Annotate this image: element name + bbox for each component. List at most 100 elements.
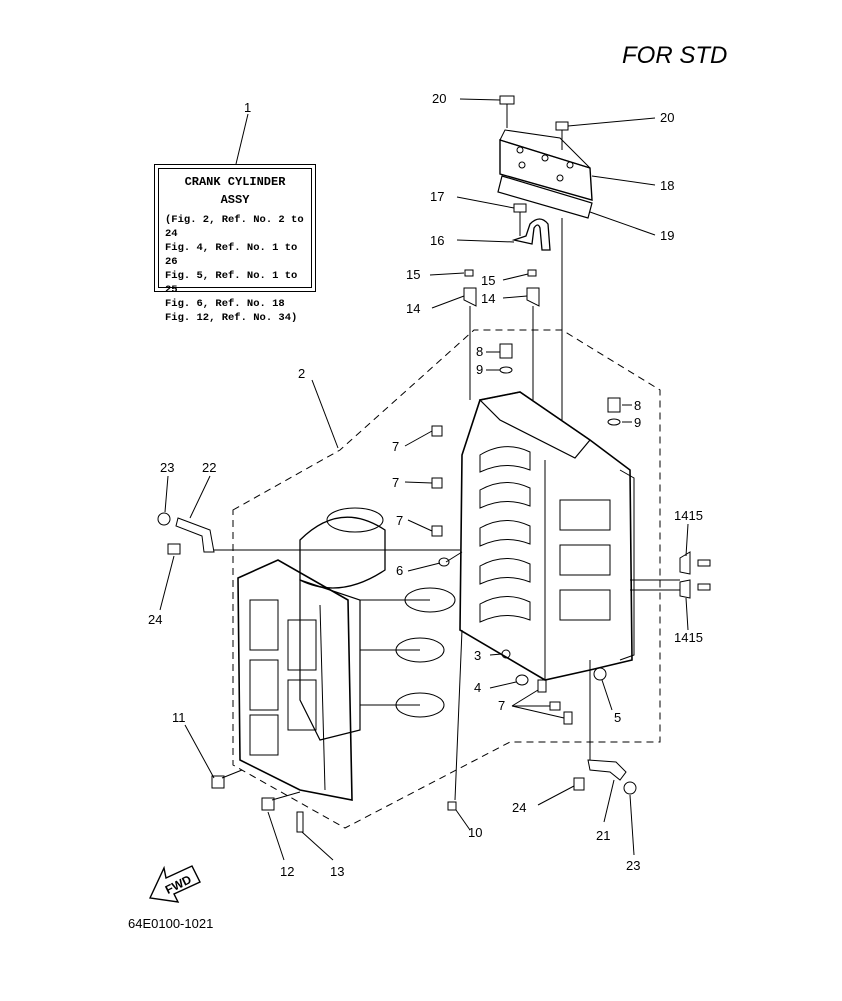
callout-label: 9	[634, 415, 641, 430]
leader-line	[429, 272, 465, 276]
crankcase-edge	[319, 604, 326, 791]
bolt-hole	[541, 154, 549, 162]
leader-line	[629, 794, 635, 856]
block-port	[559, 499, 611, 531]
fwd-arrow	[148, 865, 201, 903]
callout-label: 4	[474, 680, 481, 695]
drain-hose	[175, 517, 215, 553]
leader-line	[407, 562, 441, 572]
assembly-subtitle: ASSY	[220, 193, 250, 207]
leader-line	[404, 430, 433, 447]
plug	[607, 397, 621, 413]
bolt-head	[211, 775, 225, 789]
assembly-reference-box: CRANK CYLINDER ASSY (Fig. 2, Ref. No. 2 …	[154, 164, 316, 324]
screw	[697, 559, 711, 567]
crankcase-window	[287, 619, 317, 671]
plug	[515, 674, 529, 686]
leader-line	[235, 113, 249, 165]
callout-label: 22	[202, 460, 216, 475]
callout-label: 1	[244, 100, 251, 115]
callout-label: 11	[172, 710, 186, 725]
leader-line	[456, 196, 515, 209]
leader-line	[489, 681, 517, 689]
callout-label: 14	[481, 291, 495, 306]
leader-line	[502, 273, 529, 281]
bracket	[526, 287, 540, 307]
cylinder-bore	[479, 596, 531, 623]
bolt-hole	[566, 161, 574, 169]
callout-label: 23	[626, 858, 640, 873]
crankshaft-top	[299, 516, 386, 589]
callout-label: 24	[512, 800, 526, 815]
bolt-shaft	[271, 791, 301, 801]
callout-label: 7	[396, 513, 403, 528]
fitting	[563, 711, 573, 725]
callout-label: 24	[148, 612, 162, 627]
bolt-head	[513, 203, 527, 213]
leader-line	[685, 597, 689, 631]
leader-line	[459, 98, 501, 101]
callout-label: 7	[392, 439, 399, 454]
callout-label: 15	[481, 273, 495, 288]
screw-head	[527, 269, 537, 277]
assembly-ref-line: Fig. 6, Ref. No. 18	[165, 298, 285, 310]
leader-line	[489, 653, 503, 656]
leader-line	[511, 689, 539, 707]
leader-line	[189, 475, 211, 519]
assembly-ref-line: Fig. 12, Ref. No. 34)	[165, 312, 298, 324]
block-port	[559, 589, 611, 621]
leader-line	[685, 523, 689, 557]
crankcase-window	[249, 659, 279, 711]
washer	[623, 781, 637, 795]
callout-label: 1415	[674, 630, 703, 645]
crankcase-window	[249, 599, 279, 651]
leader-line	[407, 519, 433, 532]
callout-label: 9	[476, 362, 483, 377]
leader-line	[511, 705, 565, 719]
callout-label: 1415	[674, 508, 703, 523]
bolt-head	[261, 797, 275, 811]
bolt-head	[167, 543, 181, 555]
block-port	[559, 544, 611, 576]
callout-label: 8	[476, 344, 483, 359]
bolt-head	[573, 777, 585, 791]
drain-hose	[587, 759, 627, 781]
plug	[593, 667, 607, 681]
crankcase	[237, 559, 353, 801]
assembly-ref-line: (Fig. 2, Ref. No. 2 to 24	[165, 214, 304, 240]
cylinder-head-cover-top	[499, 129, 591, 169]
assembly-ref-line: Fig. 4, Ref. No. 1 to 26	[165, 242, 298, 268]
bolt-shaft	[221, 769, 243, 779]
leader-line	[267, 811, 285, 861]
cover-gasket	[497, 175, 593, 219]
fitting	[431, 477, 443, 489]
leader-line	[603, 779, 615, 823]
guide-line	[445, 551, 463, 563]
bolt-head	[499, 95, 515, 105]
leader-line	[502, 295, 528, 299]
callout-label: 6	[396, 563, 403, 578]
stud-bolt	[296, 811, 304, 833]
callout-label: 7	[498, 698, 505, 713]
leader-line	[537, 785, 575, 806]
callout-label: 17	[430, 189, 444, 204]
fitting	[549, 701, 561, 711]
leader-line	[567, 117, 656, 127]
bracket	[463, 287, 477, 307]
washer	[607, 418, 621, 426]
callout-label: 5	[614, 710, 621, 725]
callout-label: 19	[660, 228, 674, 243]
vertical-guide	[454, 629, 463, 801]
callout-label: 8	[634, 398, 641, 413]
leader-line	[164, 475, 169, 513]
assembly-refs: (Fig. 2, Ref. No. 2 to 24 Fig. 4, Ref. N…	[159, 213, 311, 325]
cylinder-block-top	[478, 391, 591, 459]
leader-line	[431, 295, 465, 309]
callout-label: 10	[468, 825, 482, 840]
callout-label: 15	[406, 267, 420, 282]
leader-line	[589, 211, 656, 236]
leader-line	[404, 481, 433, 484]
callout-label: 23	[160, 460, 174, 475]
cylinder-bore	[479, 558, 531, 585]
